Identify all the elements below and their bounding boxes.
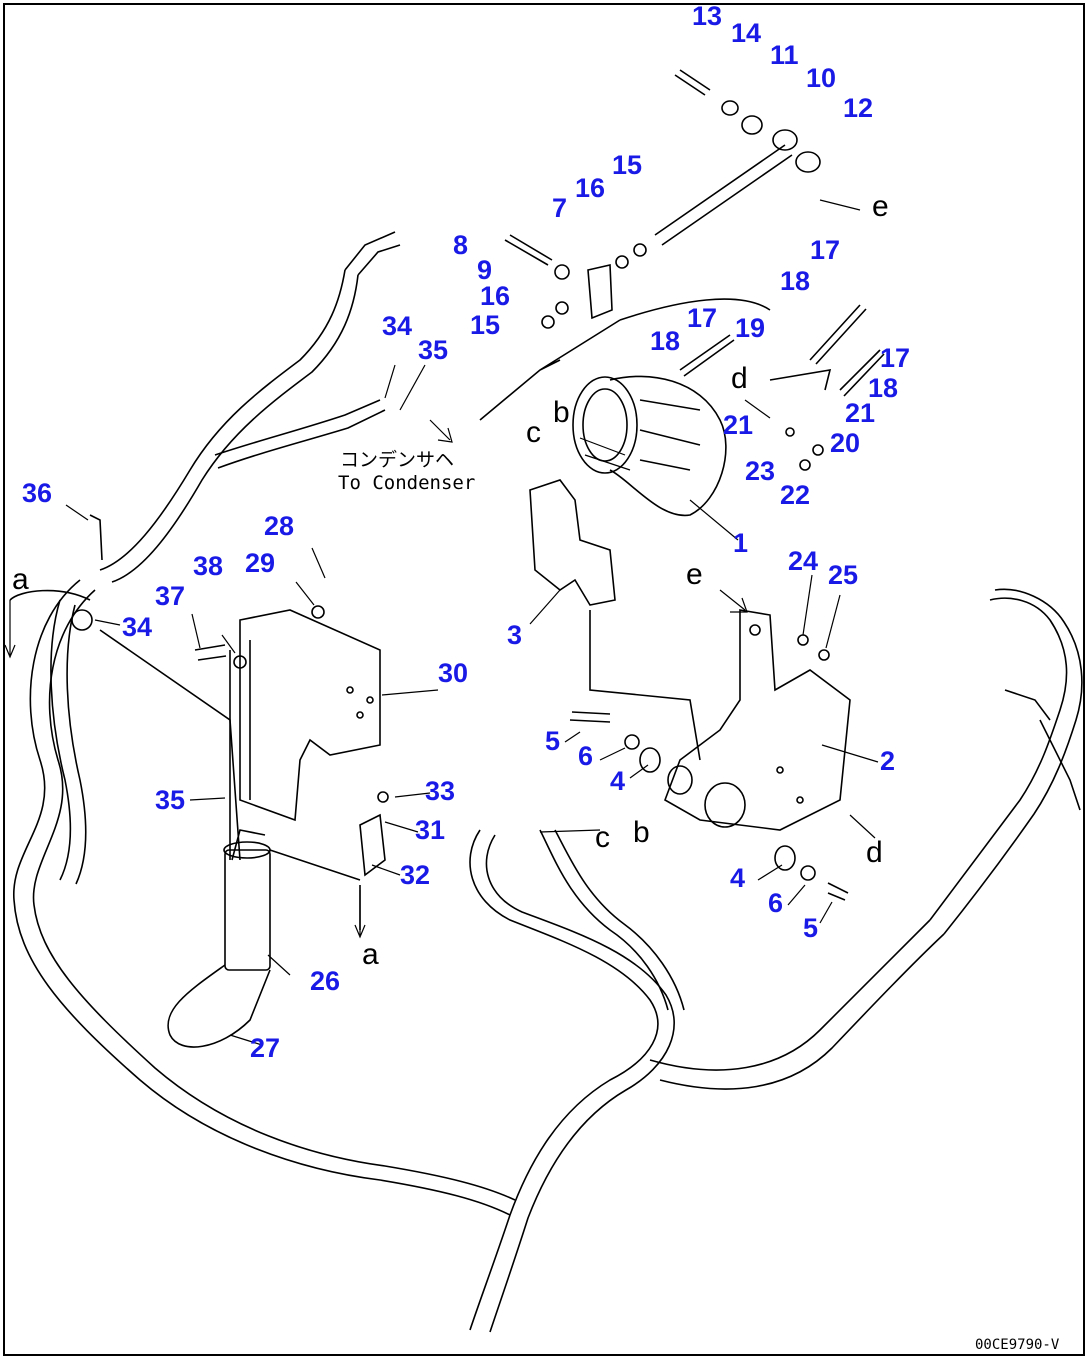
callout-2: 2 xyxy=(880,746,896,776)
pipe-harness-right xyxy=(929,588,1083,935)
callout-34: 34 xyxy=(382,311,413,341)
callout-27: 27 xyxy=(250,1033,281,1063)
callout-30: 30 xyxy=(438,658,469,688)
bracket-30 xyxy=(239,609,381,822)
ref-c-lower: c xyxy=(595,821,610,854)
bolts-17-18 xyxy=(679,304,885,471)
callout-7: 7 xyxy=(552,193,568,223)
receiver-drier xyxy=(167,829,271,1048)
callout-12: 12 xyxy=(843,93,874,123)
callout-4b: 4 xyxy=(730,863,746,893)
callout-17: 17 xyxy=(810,235,841,265)
callout-17b: 17 xyxy=(687,303,718,333)
ref-b-lower: b xyxy=(633,816,650,849)
reference-arrows xyxy=(4,199,876,939)
callout-38: 38 xyxy=(193,551,224,581)
callout-23: 23 xyxy=(745,456,776,486)
compressor xyxy=(479,298,771,517)
callout-9: 9 xyxy=(477,255,493,285)
bracket-3 xyxy=(529,479,616,606)
pipe-harness-left xyxy=(9,579,516,1216)
pipe-upper-left xyxy=(99,231,401,583)
block-7 xyxy=(504,234,647,329)
callout-34b: 34 xyxy=(122,612,153,642)
callout-13: 13 xyxy=(692,1,723,31)
bracket-2 xyxy=(589,609,851,831)
callout-19: 19 xyxy=(735,313,766,343)
document-id: 00CE9790-V xyxy=(975,1337,1060,1353)
callout-15b: 15 xyxy=(470,310,501,340)
callout-26: 26 xyxy=(310,966,341,996)
ref-e-upper: e xyxy=(872,190,889,223)
ref-b-upper: b xyxy=(553,396,570,429)
callout-28: 28 xyxy=(264,511,295,541)
clip-31 xyxy=(359,791,389,930)
callout-1: 1 xyxy=(733,528,749,558)
callout-5: 5 xyxy=(545,726,561,756)
callout-17c: 17 xyxy=(880,343,911,373)
callout-16b: 16 xyxy=(480,281,511,311)
callout-36: 36 xyxy=(22,478,53,508)
callout-6b: 6 xyxy=(768,888,784,918)
callout-18: 18 xyxy=(780,266,811,296)
callout-16: 16 xyxy=(575,173,606,203)
callout-32: 32 xyxy=(400,860,431,890)
callout-24: 24 xyxy=(788,546,819,576)
ref-d-upper: d xyxy=(731,362,748,395)
ref-a-center: a xyxy=(362,938,379,971)
callout-15: 15 xyxy=(612,150,643,180)
callout-25: 25 xyxy=(828,560,859,590)
callout-22: 22 xyxy=(780,480,811,510)
callout-37: 37 xyxy=(155,581,186,611)
callout-18b: 18 xyxy=(650,326,681,356)
callout-31: 31 xyxy=(415,815,446,845)
pipe-harness-center xyxy=(469,829,945,1333)
callout-33: 33 xyxy=(425,776,456,806)
ref-e-lower: e xyxy=(686,558,703,591)
callout-5b: 5 xyxy=(803,913,819,943)
condenser-note-jp: コンデンサヘ xyxy=(340,449,455,471)
callout-3: 3 xyxy=(507,620,523,650)
callout-20: 20 xyxy=(830,428,861,458)
ref-c-upper: c xyxy=(526,416,541,449)
drawing-frame xyxy=(3,3,1085,1356)
ref-a-left: a xyxy=(12,563,29,596)
ref-d-lower: d xyxy=(866,836,883,869)
callout-8: 8 xyxy=(453,230,469,260)
callout-10: 10 xyxy=(806,63,837,93)
clamps-left xyxy=(71,514,361,881)
adjust-bar xyxy=(654,69,821,246)
callout-29: 29 xyxy=(245,548,276,578)
callout-35: 35 xyxy=(418,335,449,365)
callout-21: 21 xyxy=(723,410,754,440)
callout-4: 4 xyxy=(610,766,626,796)
callout-6: 6 xyxy=(578,741,594,771)
callout-14: 14 xyxy=(731,18,762,48)
callout-21b: 21 xyxy=(845,398,876,428)
leader-lines xyxy=(65,364,879,1046)
callout-11: 11 xyxy=(770,40,799,70)
condenser-note-en: To Condenser xyxy=(338,472,476,494)
callout-18c: 18 xyxy=(868,373,899,403)
callout-35b: 35 xyxy=(155,785,186,815)
